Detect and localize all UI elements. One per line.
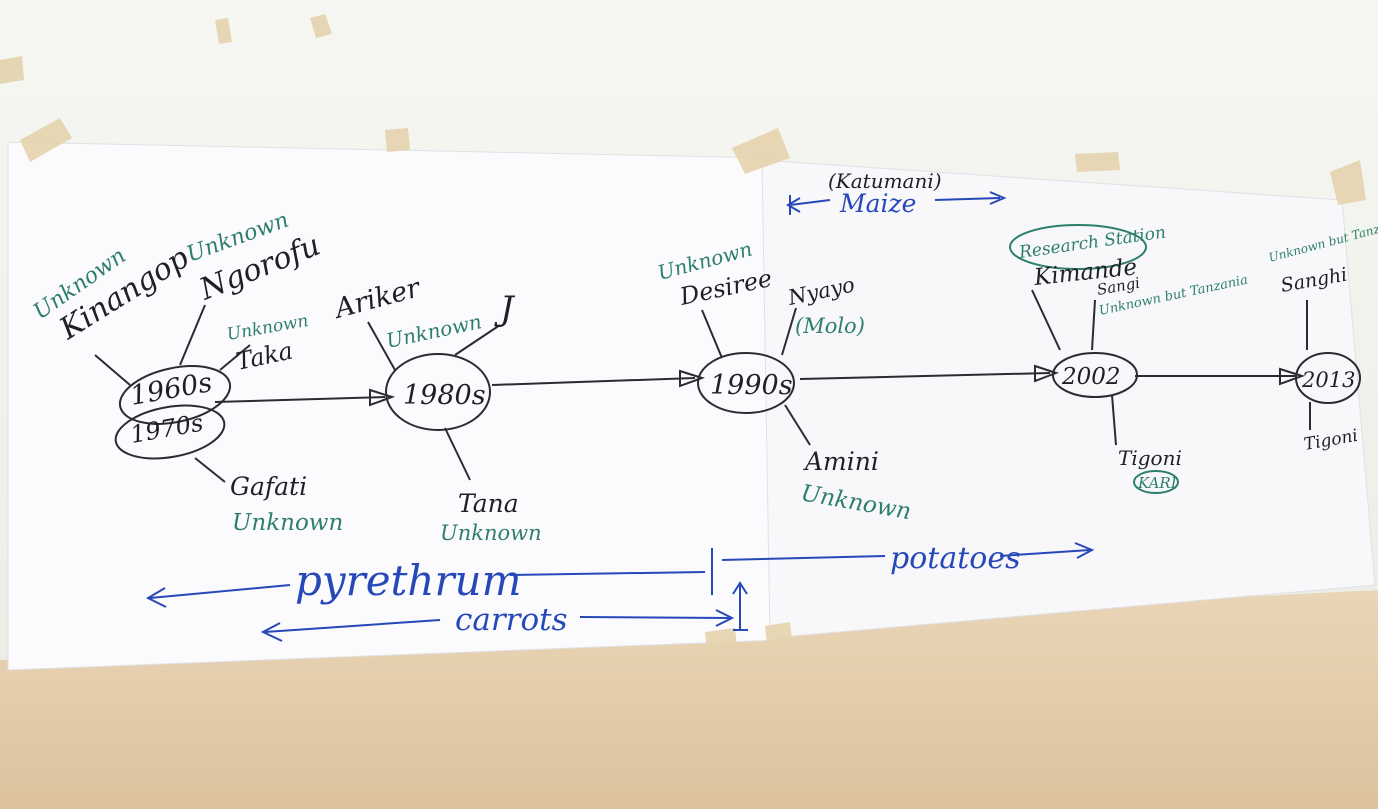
era-ellipse-1970s <box>114 404 226 460</box>
gafati-name: Gafati <box>230 472 307 501</box>
carrots-label: carrots <box>455 602 568 638</box>
era-label-2002: 2002 <box>1061 364 1121 390</box>
era-ellipse-1960s <box>118 365 232 425</box>
tana-name: Tana <box>458 489 519 518</box>
era-label-1980s: 1980s <box>403 380 486 411</box>
kari-circle <box>1133 470 1179 494</box>
j-name: J <box>494 289 516 329</box>
gafati-note: Unknown <box>232 510 343 536</box>
maize-source: (Katumani) <box>828 169 942 193</box>
tigoni-2002-note: KARI <box>1137 474 1178 492</box>
tana-note: Unknown <box>440 521 542 545</box>
era-label-1990s: 1990s <box>710 370 793 401</box>
research-station-circle <box>1009 224 1147 270</box>
era-ellipse-1980s <box>385 353 491 431</box>
nyayo-note: (Molo) <box>795 314 865 338</box>
maize-label: Maize <box>839 189 916 218</box>
potatoes-label: potatoes <box>890 541 1020 576</box>
masking-tape <box>0 14 1366 650</box>
paper-sheet-right <box>761 159 1376 639</box>
era-label-2013: 2013 <box>1301 368 1355 392</box>
era-ellipse-1990s <box>697 352 795 414</box>
amini-name: Amini <box>803 447 879 476</box>
pyrethrum-label: pyrethrum <box>295 556 521 605</box>
timeline-axis <box>94 289 1311 483</box>
tigoni-2002-name: Tigoni <box>1118 446 1182 470</box>
era-ellipse-2002 <box>1052 352 1138 398</box>
era-ellipse-2013 <box>1295 352 1361 404</box>
crop-arrows <box>145 191 1095 642</box>
